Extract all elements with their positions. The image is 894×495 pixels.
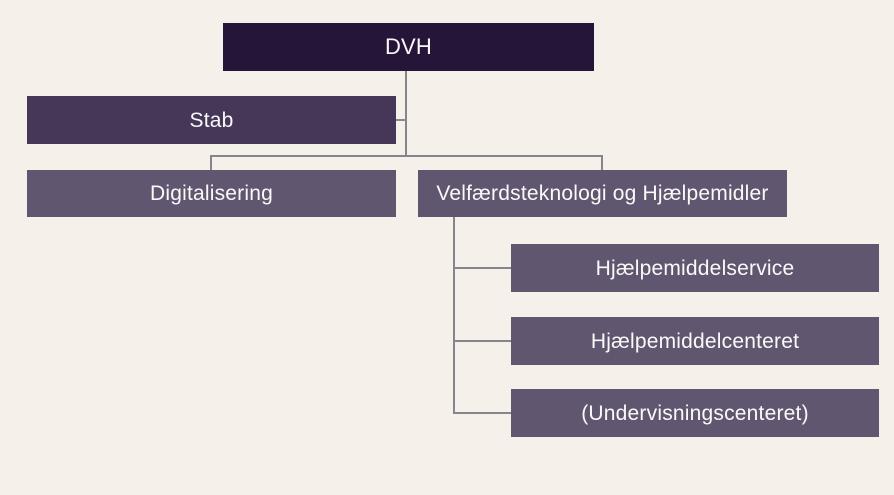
connector-stub-undervisning xyxy=(453,412,511,414)
connector-drop-velfaerd xyxy=(601,155,603,170)
connector-velfaerd-vertical xyxy=(453,217,455,414)
connector-stub-service xyxy=(453,267,511,269)
org-node-velfaerdsteknologi: Velfærdsteknologi og Hjælpemidler xyxy=(418,170,787,217)
org-node-digitalisering: Digitalisering xyxy=(27,170,396,217)
connector-drop-digitalisering xyxy=(210,155,212,170)
org-node-stab: Stab xyxy=(27,96,396,144)
org-node-undervisningscenteret: (Undervisningscenteret) xyxy=(511,389,879,437)
org-node-dvh: DVH xyxy=(223,23,594,71)
org-node-hjaelpemiddelservice: Hjælpemiddelservice xyxy=(511,244,879,292)
connector-stab-stub xyxy=(396,119,406,121)
connector-stub-centeret xyxy=(453,340,511,342)
connector-branch-horizontal xyxy=(210,155,603,157)
connector-dvh-vertical xyxy=(405,71,407,157)
org-node-hjaelpemiddelcenteret: Hjælpemiddelcenteret xyxy=(511,317,879,365)
